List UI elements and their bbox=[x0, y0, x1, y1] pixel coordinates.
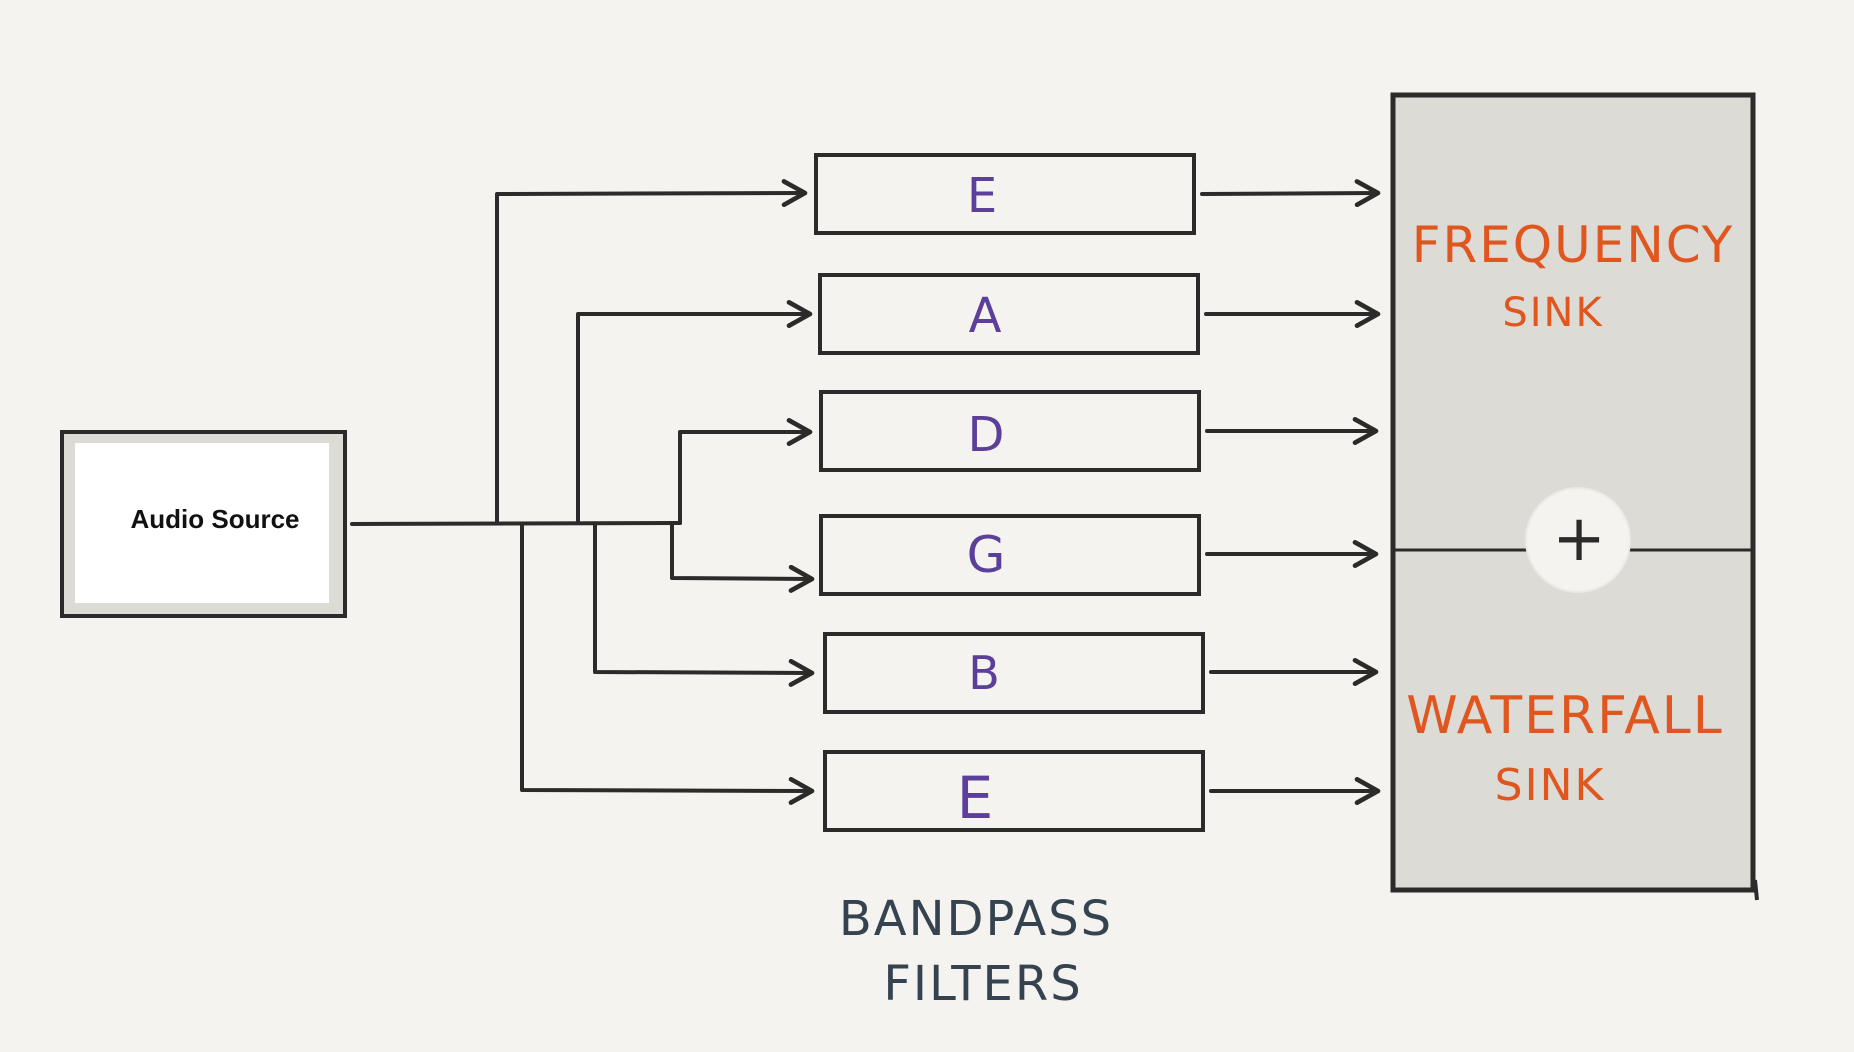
plus-icon: + bbox=[1552, 502, 1606, 576]
audio-source-label: Audio Source bbox=[130, 504, 299, 534]
filter-box: D bbox=[819, 390, 1201, 472]
filter-box: G bbox=[819, 514, 1201, 596]
filter-letter: B bbox=[968, 646, 1000, 700]
waterfall-sink-title: WATERFALL bbox=[1406, 686, 1724, 746]
filter-letter: E bbox=[967, 168, 997, 224]
filter-box: A bbox=[818, 273, 1200, 355]
connector-to-filter-5 bbox=[593, 522, 815, 687]
connector-to-filter-3 bbox=[678, 418, 813, 525]
connector-filter-1-to-sink bbox=[1200, 179, 1381, 208]
filter-box: B bbox=[823, 632, 1205, 714]
combine-button[interactable] bbox=[1525, 487, 1631, 593]
caption-line-1: BANDPASS bbox=[839, 891, 1113, 947]
caption-line-2: FILTERS bbox=[883, 956, 1082, 1012]
filter-box: E bbox=[823, 750, 1205, 832]
source-trunk-line bbox=[350, 521, 682, 526]
source-connectors bbox=[350, 179, 815, 805]
connector-to-filter-6 bbox=[520, 522, 815, 805]
filter-letter: G bbox=[967, 526, 1006, 584]
filters-caption: BANDPASS FILTERS bbox=[839, 891, 1113, 1012]
sink-panel: FREQUENCY SINK + WATERFALL SINK bbox=[1390, 92, 1759, 901]
sink-connectors bbox=[1200, 179, 1381, 805]
connector-to-filter-1 bbox=[495, 179, 808, 525]
waterfall-sink-subtitle: SINK bbox=[1495, 760, 1606, 811]
frequency-sink-title: FREQUENCY bbox=[1412, 216, 1735, 274]
filter-letter: D bbox=[968, 407, 1005, 463]
audio-source-box: Audio Source bbox=[60, 430, 347, 618]
connector-to-filter-4 bbox=[670, 522, 815, 593]
filter-bank: E A D G B E bbox=[814, 153, 1205, 832]
filter-letter: A bbox=[969, 288, 1002, 344]
filter-letter: E bbox=[957, 764, 994, 832]
filter-box: E bbox=[814, 153, 1196, 235]
frequency-sink-subtitle: SINK bbox=[1502, 290, 1603, 336]
connector-to-filter-2 bbox=[576, 300, 813, 525]
